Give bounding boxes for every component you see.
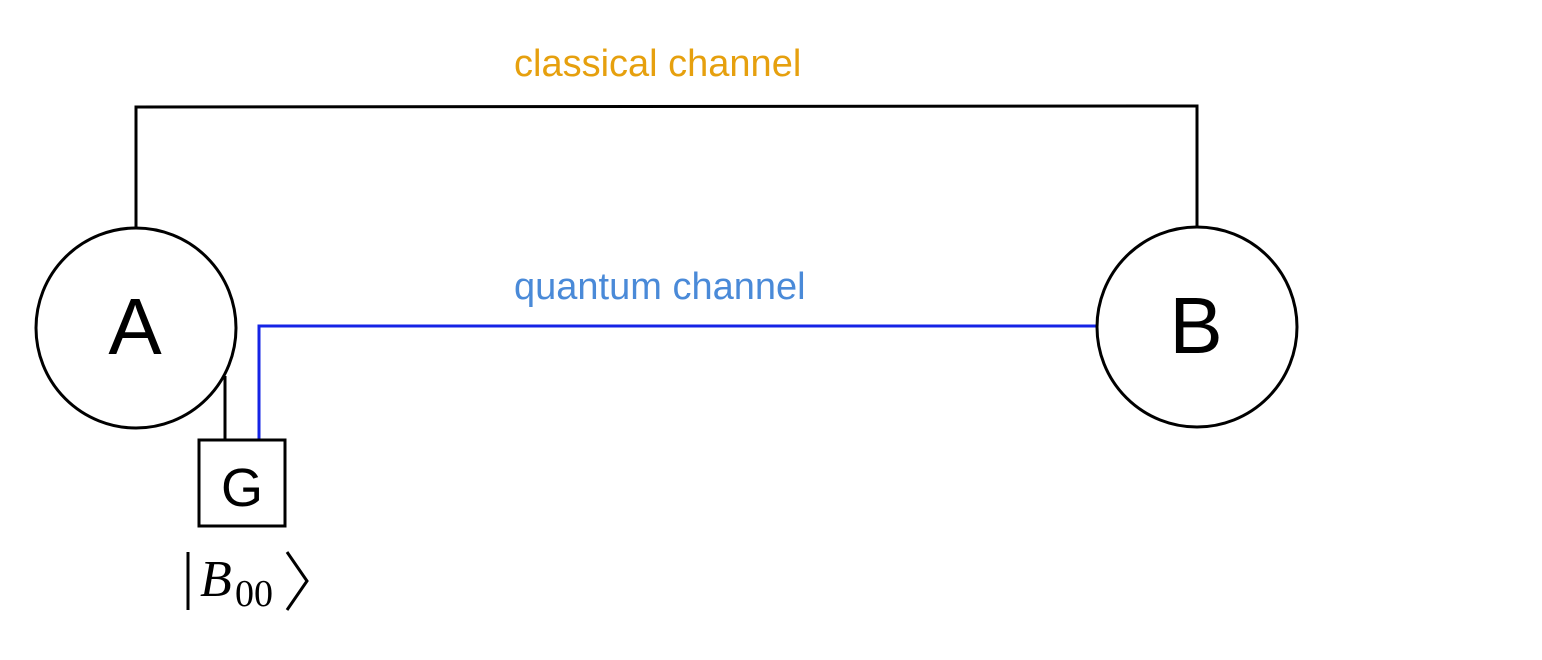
quantum-channel-line xyxy=(257,324,1097,440)
node-a-label: A xyxy=(108,282,162,371)
node-b-circle xyxy=(1095,225,1299,429)
ket-right-angle xyxy=(285,551,309,611)
generator-box: G xyxy=(197,438,287,528)
ket-subscript: 00 xyxy=(235,573,273,615)
generator-label: G xyxy=(221,458,263,518)
quantum-channel-label: quantum channel xyxy=(514,266,806,308)
ket-symbol: B xyxy=(200,551,232,608)
generator-rect xyxy=(197,438,287,528)
node-b: B xyxy=(1095,225,1299,429)
node-a-circle xyxy=(34,226,238,430)
bell-state-ket: B 00 xyxy=(186,551,309,615)
classical-channel-label: classical channel xyxy=(514,43,801,85)
node-b-label: B xyxy=(1169,281,1222,370)
classical-channel-line xyxy=(134,104,1199,228)
node-a: A xyxy=(34,226,238,430)
